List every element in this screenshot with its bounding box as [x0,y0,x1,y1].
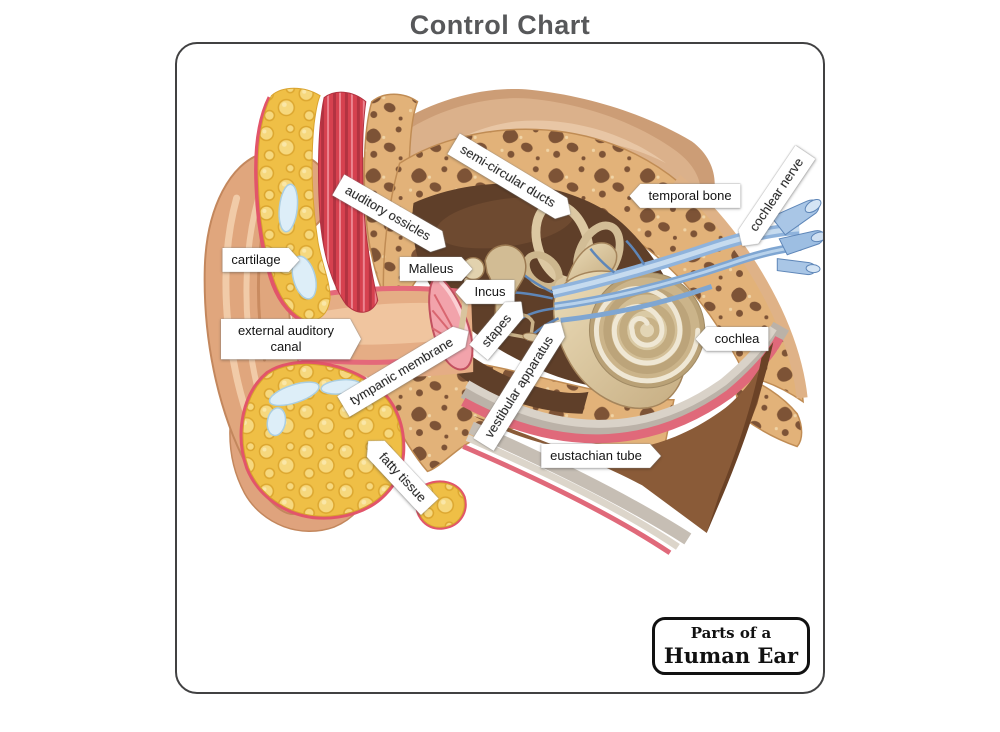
diagram-caption-box: Parts of a Human Ear [652,617,810,675]
caption-line1: Parts of a [690,624,772,642]
ear-illustration [203,87,823,555]
cochlear-nerve-fibers [512,198,823,342]
page-title: Control Chart [409,10,591,40]
label-eustachian-tube: eustachian tube [541,444,661,468]
diagram-frame [175,42,825,694]
cochlea-spiral [588,272,706,389]
label-cartilage: cartilage [222,248,299,272]
label-incus: Incus [455,279,515,305]
label-temporal-bone: temporal bone [629,183,741,209]
label-external-auditory-canal: external auditory canal [221,319,361,360]
caption-line2: Human Ear [663,643,799,668]
label-cochlea: cochlea [695,326,769,352]
label-malleus: Malleus [400,257,473,281]
